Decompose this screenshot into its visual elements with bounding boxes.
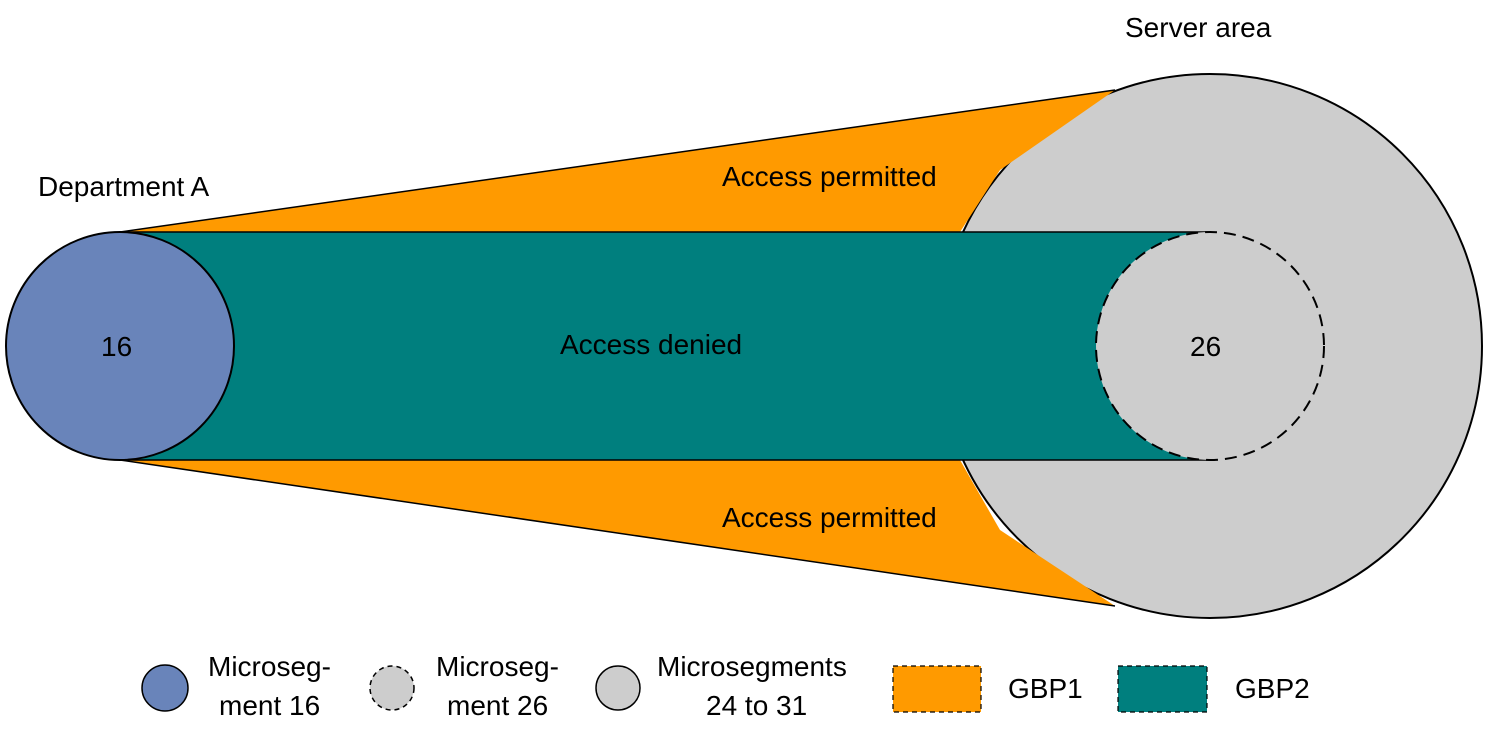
legend-gray-circle-icon <box>595 665 641 711</box>
legend-item-3-line2: 24 to 31 <box>706 690 807 721</box>
access-permitted-bottom-label: Access permitted <box>722 502 937 533</box>
cone-edge-bottom <box>119 459 1116 607</box>
legend-item-5-label: GBP2 <box>1235 673 1310 704</box>
legend-item-1-line1: Microseg- <box>208 651 331 682</box>
microsegment-26-value: 26 <box>1190 331 1221 362</box>
legend-item-2-line2: ment 26 <box>447 690 548 721</box>
legend-item-2-line1: Microseg- <box>436 651 559 682</box>
legend-teal-rect-icon <box>1117 665 1208 713</box>
gbp2-band <box>119 231 1211 461</box>
server-area-label: Server area <box>1125 12 1272 43</box>
microsegment-16-value: 16 <box>101 331 132 362</box>
legend-item-3-line1: Microsegments <box>657 651 847 682</box>
legend-item-1-line2: ment 16 <box>219 690 320 721</box>
microsegment-26-circle <box>1095 231 1325 461</box>
access-permitted-top-label: Access permitted <box>722 161 937 192</box>
access-denied-label: Access denied <box>560 329 742 360</box>
legend: Microseg- ment 16 Microseg- ment 26 Micr… <box>141 651 1310 721</box>
cone-edge-top <box>119 89 1116 233</box>
microsegment-16-circle <box>5 231 235 461</box>
department-label: Department A <box>38 171 210 202</box>
legend-blue-circle-icon <box>141 664 189 712</box>
legend-dashed-gray-circle-icon <box>369 665 415 711</box>
legend-orange-rect-icon <box>892 665 982 713</box>
legend-item-4-label: GBP1 <box>1008 673 1083 704</box>
